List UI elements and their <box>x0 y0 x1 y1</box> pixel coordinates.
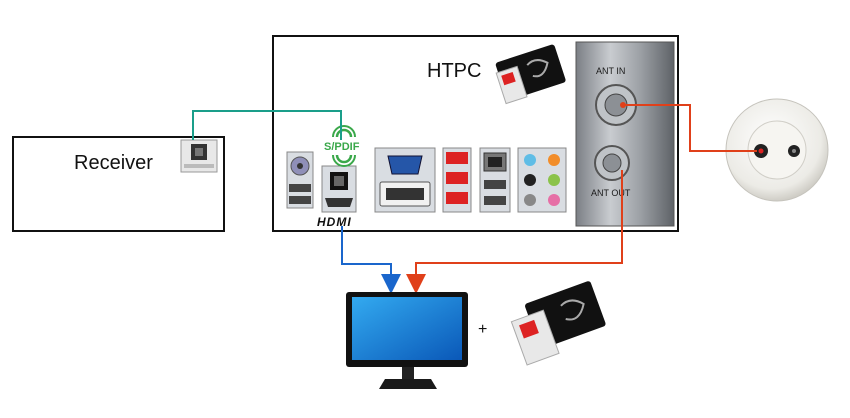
ps2-usb-stack-icon <box>286 151 314 209</box>
monitor-icon <box>346 292 468 389</box>
antenna-out-cable <box>406 170 623 294</box>
receiver-box: Receiver <box>12 136 225 232</box>
antenna-wall-socket-icon <box>725 98 829 202</box>
ant-out-connector-icon <box>594 145 630 181</box>
audio-jacks-icon <box>517 147 567 213</box>
ant-in-label: ANT IN <box>596 66 625 76</box>
ci-module-card-icon <box>510 281 606 366</box>
lan-usb-stack-icon <box>479 147 511 213</box>
ci-module-card-icon <box>495 44 566 105</box>
usb3-port-stack-icon <box>442 147 472 213</box>
htpc-box: HTPC S/PDIF H <box>272 35 679 232</box>
antenna-in-cable <box>623 104 757 152</box>
vga-dvi-port-icon <box>374 147 436 213</box>
plus-sign: + <box>478 321 487 338</box>
receiver-optical-port-icon <box>180 139 218 173</box>
optical-cable <box>192 110 342 140</box>
hdmi-logo-label: HDMI <box>317 215 352 229</box>
spdif-logo: S/PDIF <box>324 125 360 167</box>
receiver-label: Receiver <box>74 152 153 174</box>
hdmi-cable <box>341 226 401 294</box>
spdif-label: S/PDIF <box>324 141 360 153</box>
spdif-hdmi-stack-icon <box>321 165 357 213</box>
ant-in-connector-icon <box>595 84 637 126</box>
tv-tuner-bracket: ANT IN ANT OUT <box>575 41 675 227</box>
htpc-label: HTPC <box>427 60 481 82</box>
ant-out-label: ANT OUT <box>591 188 631 198</box>
